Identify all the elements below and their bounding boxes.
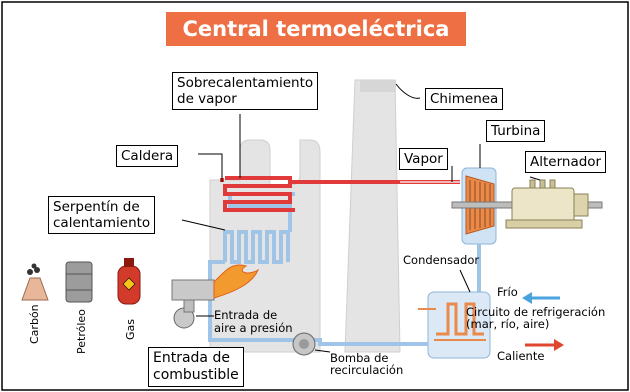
burner: [171, 279, 215, 301]
chimney-label: Chimenea: [425, 88, 504, 110]
cooling-circuit-label: Circuito de refrigeración (mar, río, air…: [466, 305, 606, 331]
page-title: Central termoeléctrica: [166, 12, 466, 46]
alternator-label: Alternador: [525, 151, 607, 173]
chimney-leader: [395, 83, 421, 99]
fuel-label-oil: Petróleo: [75, 309, 88, 354]
chimney-top: [360, 80, 396, 92]
fuel-label-gas: Gas: [124, 319, 137, 340]
leader-lines: [181, 114, 541, 353]
alternator-end: [573, 193, 589, 217]
flame: [213, 264, 260, 299]
air-inlet-label: Entrada de aire a presión: [214, 308, 293, 335]
cold-label: Frío: [497, 285, 518, 299]
superheat-label: Sobrecalentamiento de vapor: [172, 72, 319, 110]
oil-barrel: [65, 261, 93, 303]
heating-coil-label: Serpentín de calentamiento: [48, 196, 156, 234]
return-pipe: [208, 260, 428, 346]
steam-label: Vapor: [399, 148, 448, 170]
coal-pile: [21, 277, 49, 301]
pump-label: Bomba de recirculación: [330, 351, 404, 377]
alternator-body: [511, 187, 575, 223]
hot-label: Caliente: [497, 349, 545, 363]
fuel-label-coal: Carbón: [28, 304, 41, 344]
boiler-label: Caldera: [116, 145, 179, 167]
condenser-coil: [436, 302, 484, 336]
chimney: [344, 79, 401, 353]
turbine-label: Turbina: [486, 120, 546, 142]
heating-coil: [223, 230, 290, 264]
alternator-base: [505, 219, 583, 229]
condenser-label: Condensador: [403, 253, 480, 267]
fuel-inlet-label: Entrada de combustible: [148, 347, 244, 387]
